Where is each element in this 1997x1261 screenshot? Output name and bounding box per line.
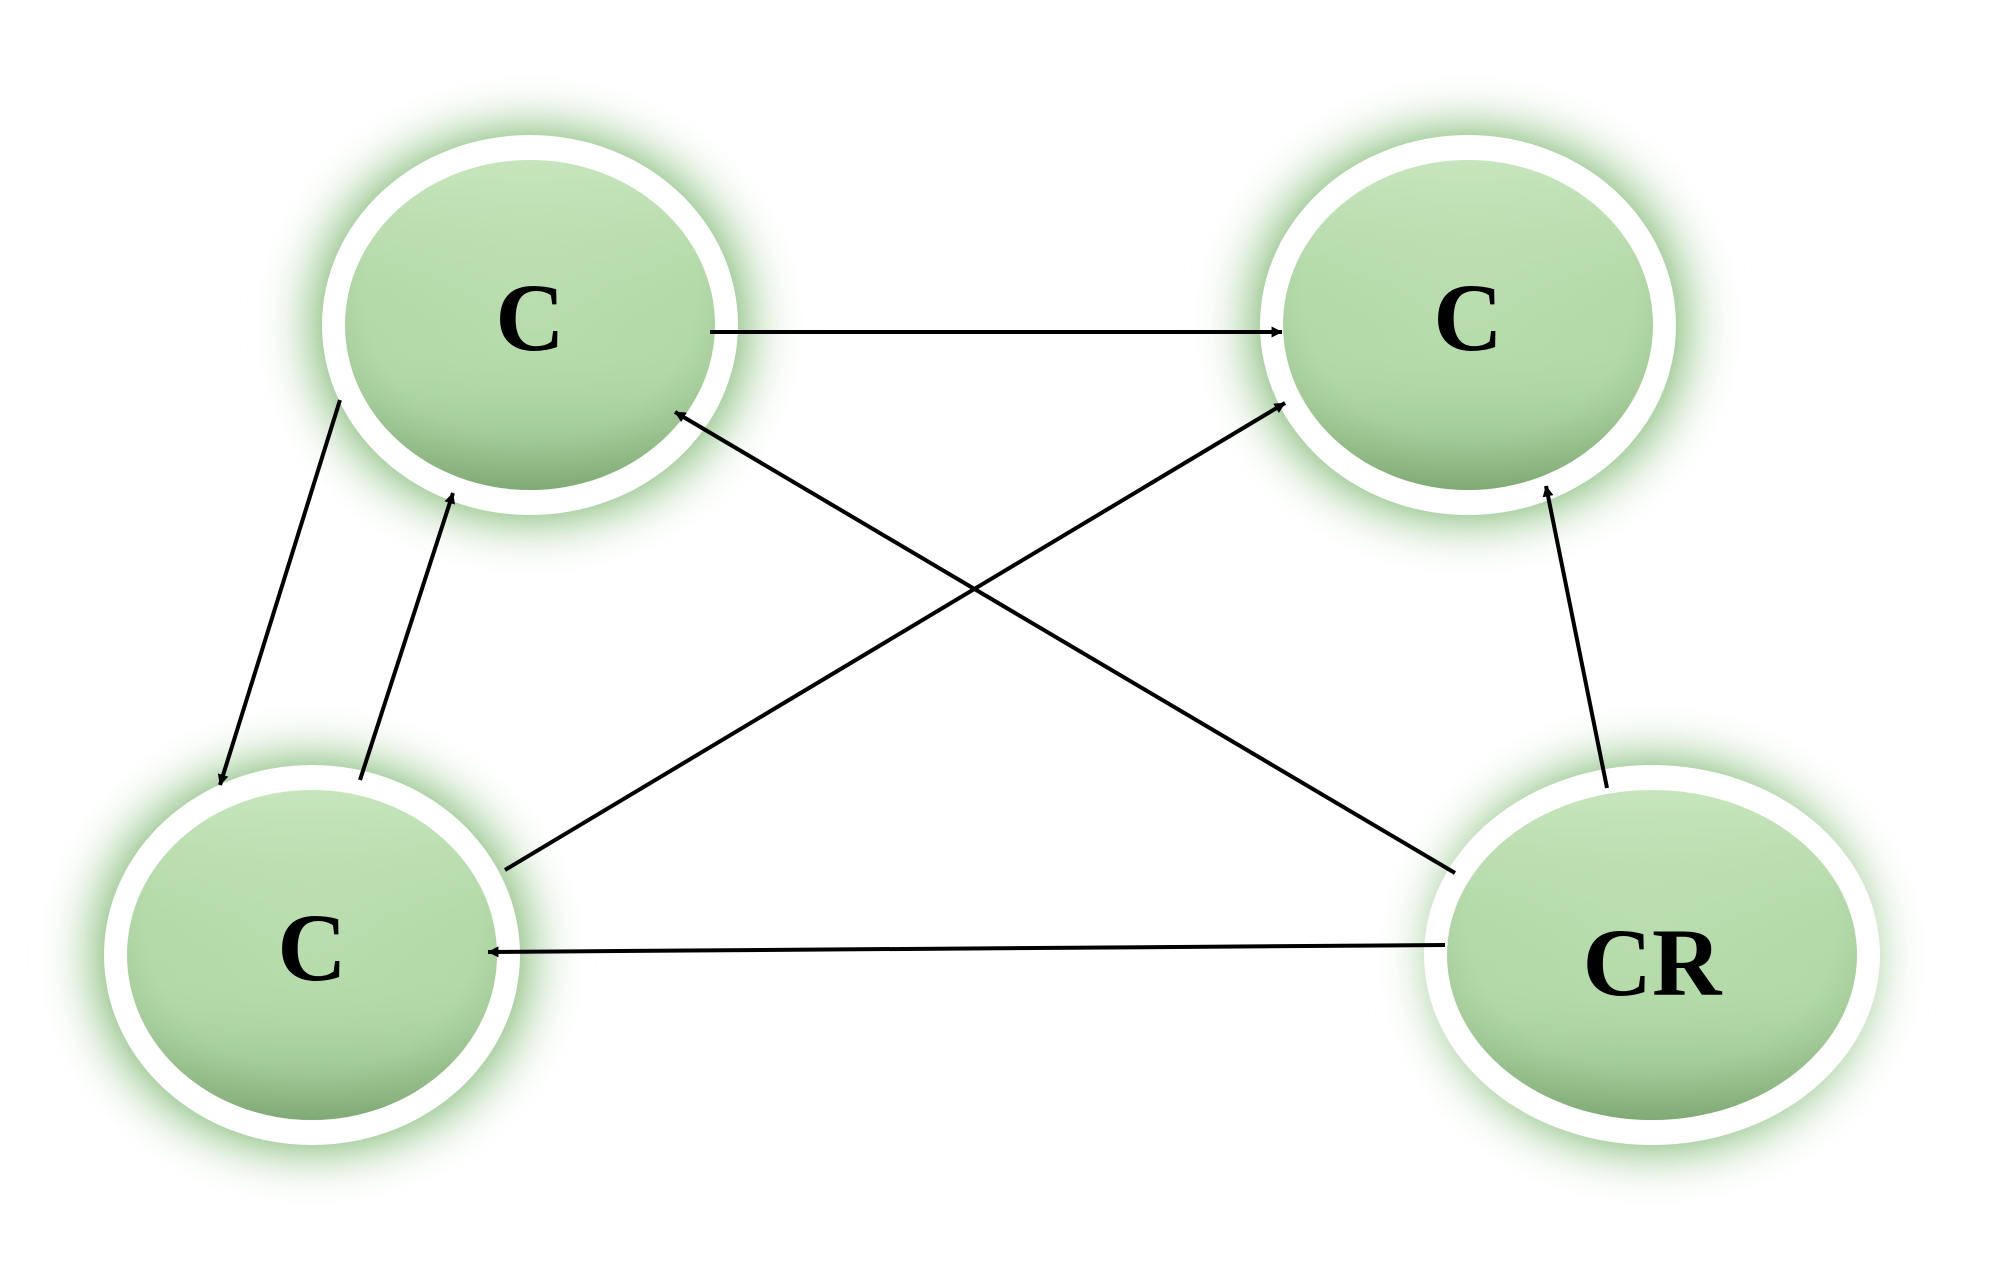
edge-bottom-left-to-top-right — [503, 401, 1287, 872]
node-top-left-shade — [345, 160, 715, 490]
node-bottom-left: C — [52, 720, 572, 1190]
node-bottom-right-label: CR — [1583, 909, 1723, 1016]
edge-top-left-to-bottom-left — [217, 399, 342, 786]
node-bottom-left-shade — [127, 790, 497, 1120]
node-top-left-label: C — [495, 264, 564, 371]
node-top-right-shade — [1283, 160, 1653, 490]
node-bottom-left-label: C — [277, 894, 346, 1001]
node-top-right-label: C — [1433, 264, 1502, 371]
edges-layer — [217, 326, 1609, 958]
edge-bottom-right-to-top-left — [673, 410, 1457, 875]
edge-bottom-left-to-top-left — [358, 492, 456, 781]
edge-bottom-right-to-bottom-left — [487, 943, 1446, 958]
node-bottom-right: CR — [1392, 720, 1912, 1190]
node-bottom-right-shade — [1447, 790, 1857, 1120]
node-top-right: C — [1208, 90, 1728, 560]
nodes-layer: C C C CR — [52, 90, 1912, 1190]
edge-bottom-right-to-top-right — [1542, 485, 1609, 789]
node-top-left: C — [270, 90, 790, 560]
